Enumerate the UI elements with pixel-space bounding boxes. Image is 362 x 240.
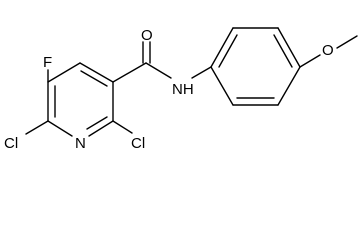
bond-carbonyl-n: [145, 62, 172, 79]
atom-pyridine-nitrogen: N: [75, 135, 86, 152]
bond-c2-n1-double: [86, 116, 108, 130]
bond-c4-c3: [79, 62, 114, 83]
bond-c2-cl: [112, 120, 133, 134]
benzene-ring: [210, 27, 301, 106]
structure-canvas: F Cl N Cl O NH O: [4, 27, 358, 152]
bond-b4-b5: [277, 66, 301, 106]
atom-carbonyl-oxygen: O: [141, 27, 153, 44]
bond-o-ch3: [336, 35, 358, 49]
atom-chlorine-left: Cl: [4, 135, 18, 152]
atom-fluorine: F: [43, 54, 52, 71]
atom-methoxy-oxygen: O: [322, 42, 334, 59]
bond-c2-n1: [88, 120, 114, 137]
bond-n1-c6: [47, 120, 73, 137]
bond-c4-c3-double: [80, 70, 108, 87]
bond-b6-b1: [210, 66, 234, 106]
bond-b3-b4: [277, 27, 301, 68]
bond-n-aryl: [191, 66, 212, 79]
bond-b1-b2-double: [218, 34, 238, 68]
bond-b1-b2: [210, 27, 234, 68]
bond-c6-cl: [25, 120, 49, 135]
bond-c3-carbonyl: [112, 62, 147, 83]
atom-amide-nh: NH: [172, 81, 194, 98]
pyridine-ring: [47, 62, 114, 137]
bond-b3-b4-double: [273, 34, 293, 68]
bond-b4-o: [299, 54, 321, 68]
bond-c5-c4: [47, 62, 81, 83]
molecule-diagram: F Cl N Cl O NH O: [4, 27, 358, 152]
atom-chlorine-right: Cl: [131, 135, 145, 152]
